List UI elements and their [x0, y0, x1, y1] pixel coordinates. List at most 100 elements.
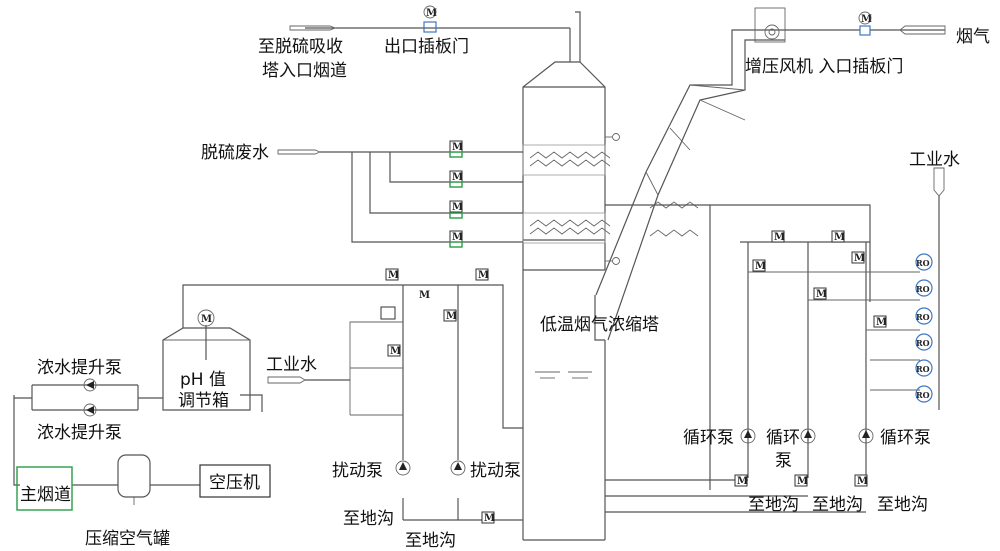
label-concentration-tower: 低温烟气浓缩塔	[540, 315, 659, 335]
label-to-trench-2: 至地沟	[405, 531, 456, 551]
compressed-air-tank	[117, 454, 151, 505]
m-label-top: M	[419, 290, 430, 301]
blank-box	[380, 306, 396, 320]
svg-text:RO: RO	[916, 338, 930, 348]
svg-text:M: M	[484, 513, 495, 524]
flue-gas-arrow	[899, 25, 946, 35]
svg-text:M: M	[452, 172, 463, 183]
m-valve-t1[interactable]: M	[734, 474, 748, 487]
svg-text:M: M	[390, 346, 401, 357]
svg-text:M: M	[834, 232, 845, 243]
label-circ-pump-2b: 泵	[775, 451, 792, 471]
main-flue-box	[16, 466, 73, 511]
m-valve-r4[interactable]: M	[813, 287, 827, 300]
agitation-pump-2[interactable]	[450, 460, 466, 476]
svg-text:M: M	[478, 270, 489, 281]
label-ph-2: 调节箱	[178, 391, 229, 411]
desulf-wastewater-lines	[277, 149, 871, 302]
svg-text:M: M	[774, 232, 785, 243]
ro-unit-2: RO	[915, 279, 933, 297]
label-booster-fan-inlet-damper: 增压风机 入口插板门	[745, 57, 903, 77]
m-valve-r5[interactable]: M	[873, 315, 887, 328]
svg-text:M: M	[201, 314, 212, 325]
ro-unit-4: RO	[915, 333, 933, 351]
label-brine-pump-bottom: 浓水提升泵	[37, 423, 122, 443]
svg-text:M: M	[816, 289, 827, 300]
m-valve-l4[interactable]: M	[387, 344, 401, 357]
outlet-damper-valve[interactable]: M	[423, 5, 437, 33]
m-valve-t2[interactable]: M	[794, 474, 808, 487]
brine-pump-1[interactable]	[83, 378, 97, 392]
label-compressed-air-tank: 压缩空气罐	[85, 529, 170, 549]
m-valve-l2[interactable]: M	[475, 268, 489, 281]
outlet-duct	[289, 25, 571, 62]
label-desulf-inlet-2: 塔入口烟道	[262, 61, 347, 81]
m-valve-r3[interactable]: M	[752, 259, 766, 272]
m-valve-l1[interactable]: M	[385, 268, 399, 281]
m-valve-r1[interactable]: M	[771, 230, 785, 243]
label-outlet-damper: 出口插板门	[384, 37, 469, 57]
label-flue-gas: 烟气	[956, 27, 990, 47]
label-agitation-pump-right: 扰动泵	[470, 461, 521, 481]
ro-unit-1: RO	[915, 253, 933, 271]
svg-text:M: M	[854, 253, 865, 264]
label-to-trench-4: 至地沟	[812, 495, 863, 515]
left-process-lines	[13, 284, 523, 521]
circ-pump-2[interactable]	[800, 428, 816, 444]
brine-pump-2[interactable]	[83, 403, 97, 417]
svg-text:M: M	[797, 476, 808, 487]
svg-text:RO: RO	[916, 390, 930, 400]
m-valve-r2[interactable]: M	[831, 230, 845, 243]
circ-pump-3[interactable]	[858, 428, 874, 444]
svg-text:M: M	[755, 261, 766, 272]
label-industrial-water-right: 工业水	[909, 150, 960, 170]
ro-unit-5: RO	[915, 359, 933, 377]
inlet-duct	[595, 29, 785, 341]
agitation-pump-1[interactable]	[395, 460, 411, 476]
inlet-damper-valve[interactable]: M	[858, 11, 872, 36]
label-industrial-water-left: 工业水	[266, 355, 317, 375]
svg-text:M: M	[452, 142, 463, 153]
label-to-trench-3: 至地沟	[748, 495, 799, 515]
ro-unit-3: RO	[915, 307, 933, 325]
label-main-flue: 主烟道	[20, 485, 71, 505]
m-valve-l3[interactable]: M	[443, 309, 457, 322]
svg-text:M: M	[452, 232, 463, 243]
label-to-trench-1: 至地沟	[343, 509, 394, 529]
m-valve-r6[interactable]: M	[851, 251, 865, 264]
label-circ-pump-2a: 循环	[766, 428, 800, 448]
label-desulf-wastewater: 脱硫废水	[201, 143, 269, 163]
svg-text:RO: RO	[916, 284, 930, 294]
svg-text:M: M	[452, 202, 463, 213]
m-valve-l5[interactable]: M	[481, 511, 495, 524]
svg-text:M: M	[861, 14, 872, 25]
svg-text:RO: RO	[916, 258, 930, 268]
ph-tank-agitator-motor[interactable]: M	[197, 309, 215, 327]
svg-text:M: M	[876, 317, 887, 328]
svg-text:M: M	[446, 311, 457, 322]
svg-text:RO: RO	[916, 312, 930, 322]
ro-unit-6: RO	[915, 385, 933, 403]
air-compressor-box	[199, 464, 271, 498]
m-valve-3[interactable]: M	[449, 200, 463, 219]
m-valve-2[interactable]: M	[449, 170, 463, 188]
circ-pump-1[interactable]	[740, 428, 756, 444]
m-valve-t3[interactable]: M	[854, 474, 868, 487]
label-ph-1: pH 值	[180, 370, 226, 390]
svg-text:RO: RO	[916, 364, 930, 374]
svg-text:M: M	[737, 476, 748, 487]
svg-text:M: M	[857, 476, 868, 487]
label-circ-pump-3: 循环泵	[880, 428, 931, 448]
label-air-compressor: 空压机	[209, 473, 260, 493]
booster-fan	[754, 7, 945, 43]
label-brine-pump-top: 浓水提升泵	[37, 358, 122, 378]
ph-adjust-tank	[162, 325, 251, 411]
label-to-trench-5: 至地沟	[877, 495, 928, 515]
svg-text:M: M	[388, 270, 399, 281]
m-valve-1[interactable]: M	[449, 140, 463, 158]
svg-text:M: M	[426, 8, 437, 19]
label-agitation-pump-left: 扰动泵	[332, 461, 383, 481]
m-valve-4[interactable]: M	[449, 230, 463, 248]
label-circ-pump-1: 循环泵	[683, 428, 734, 448]
